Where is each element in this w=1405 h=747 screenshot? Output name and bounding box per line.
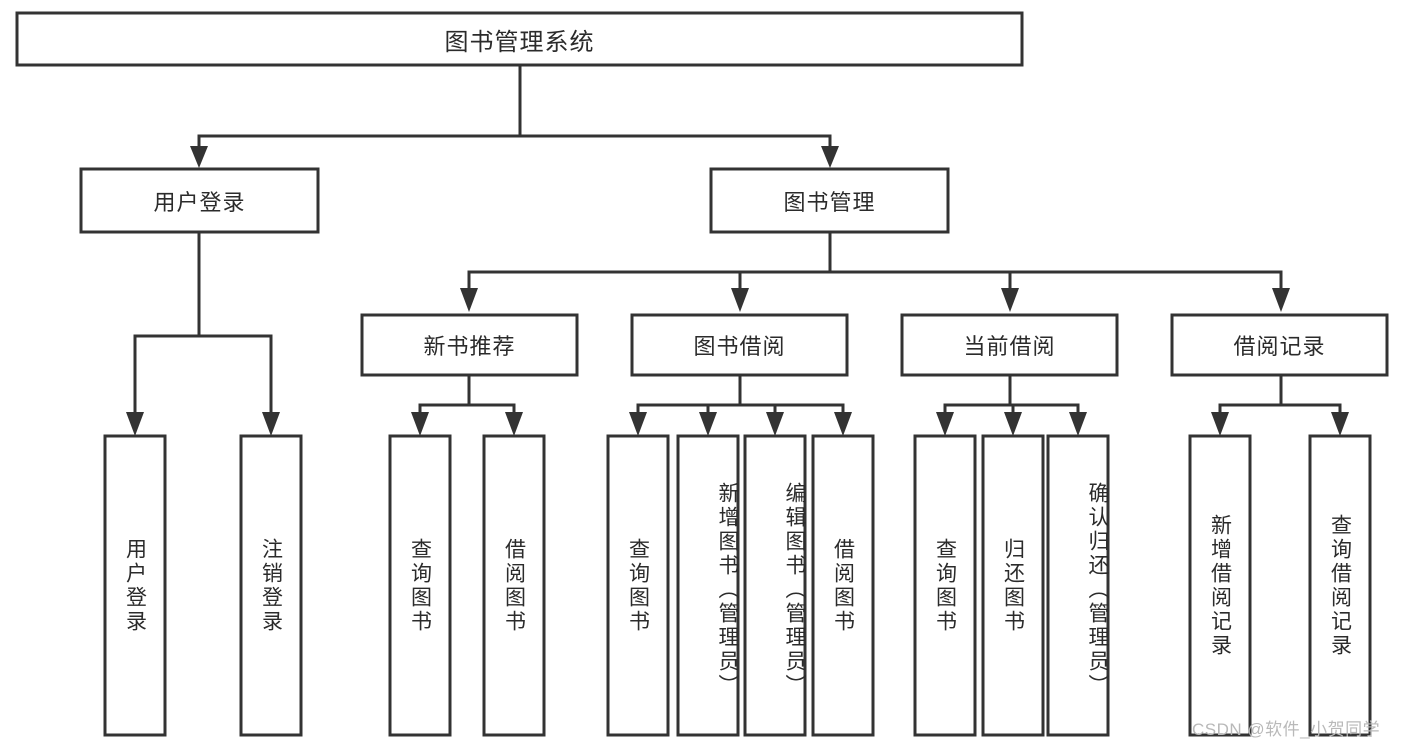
- node-box-bookmgmt[interactable]: [709, 167, 950, 234]
- connector-root-to-level2: [190, 63, 839, 168]
- csdn-watermark: CSDN @软件_小贺同学: [1192, 720, 1381, 739]
- node-box-leaf8[interactable]: [811, 434, 875, 737]
- node-box-leaf11[interactable]: [1046, 434, 1110, 737]
- node-box-leaf12[interactable]: [1188, 434, 1252, 737]
- node-box-leaf2[interactable]: [239, 434, 303, 737]
- node-box-leaf13[interactable]: [1308, 434, 1372, 737]
- node-box-leaf7[interactable]: [743, 434, 807, 737]
- connector-newbook-to-leaves: [411, 373, 523, 436]
- node-box-newbook[interactable]: [360, 313, 579, 377]
- node-box-records[interactable]: [1170, 313, 1389, 377]
- connector-records-to-leaves: [1211, 373, 1349, 436]
- node-box-leaf9[interactable]: [913, 434, 977, 737]
- node-box-current[interactable]: [900, 313, 1119, 377]
- connector-current-to-leaves: [936, 373, 1087, 436]
- connector-login-to-leaves: [126, 230, 280, 436]
- node-box-leaf4[interactable]: [482, 434, 546, 737]
- connector-borrow-to-leaves: [629, 373, 852, 436]
- connector-bookmgmt-to-level3: [460, 230, 1290, 312]
- node-box-login[interactable]: [79, 167, 320, 234]
- node-box-leaf1[interactable]: [103, 434, 167, 737]
- node-box-leaf5[interactable]: [606, 434, 670, 737]
- node-box-leaf3[interactable]: [388, 434, 452, 737]
- node-box-leaf6[interactable]: [676, 434, 740, 737]
- node-box-leaf10[interactable]: [981, 434, 1045, 737]
- node-box-root[interactable]: [15, 11, 1024, 67]
- node-box-borrow[interactable]: [630, 313, 849, 377]
